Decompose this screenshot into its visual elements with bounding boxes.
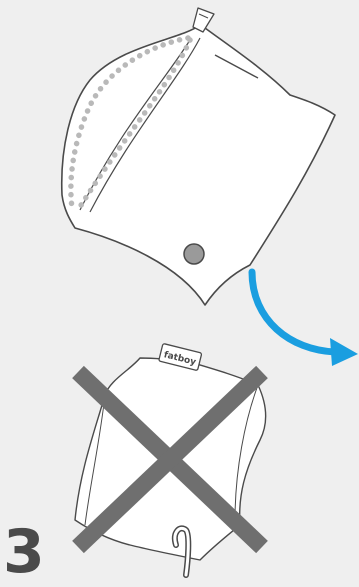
beanbag-top-valve xyxy=(184,244,204,264)
curved-arrow-icon xyxy=(252,272,358,366)
step-number: 3 xyxy=(3,522,45,582)
beanbag-top-tag xyxy=(193,8,214,32)
beanbag-top xyxy=(62,8,335,305)
